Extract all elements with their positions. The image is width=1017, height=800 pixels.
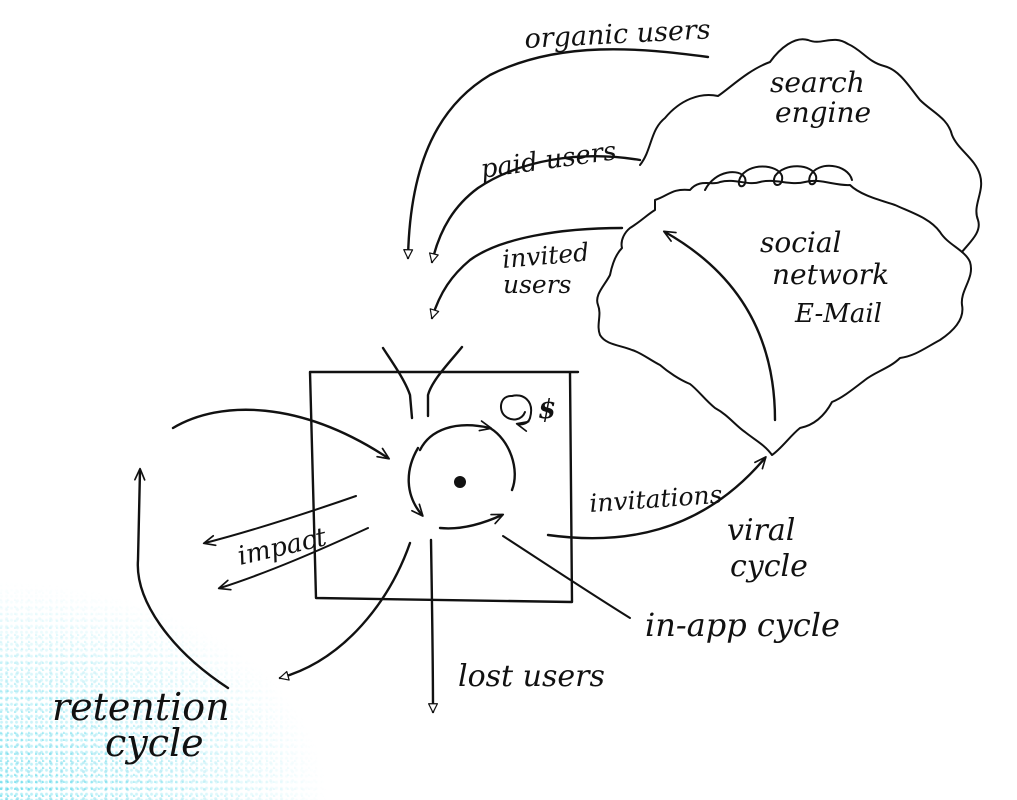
invitations-label: invitations xyxy=(588,480,723,518)
invited-users-arrow xyxy=(429,226,624,320)
in-app-cycle-top-arc xyxy=(418,420,493,452)
search-engine-label-line2: engine xyxy=(775,96,871,129)
money-cycle-icon xyxy=(499,394,533,424)
social-network-cloud xyxy=(596,179,973,456)
organic-users-label: organic users xyxy=(524,14,712,55)
organic-users-arrow xyxy=(403,48,710,260)
in-app-cycle-bottom-arc xyxy=(438,513,505,530)
impact-arrow-bottom xyxy=(217,527,369,591)
funnel-right-stroke xyxy=(426,345,464,418)
search-engine-cloud xyxy=(639,38,983,253)
viral-cycle-label-line2: cycle xyxy=(730,549,808,584)
funnel-left-stroke xyxy=(381,346,414,420)
paid-users-arrow xyxy=(429,155,642,264)
impact-arrow-top xyxy=(202,495,357,547)
retention-cycle-label-line1: retention xyxy=(52,685,230,729)
invitations-arrow xyxy=(546,456,767,540)
viral-return-arrow xyxy=(662,230,777,422)
retention-top-arrow xyxy=(171,408,391,460)
retention-cycle-label-line2: cycle xyxy=(105,721,204,765)
lost-users-label: lost users xyxy=(458,659,605,694)
lost-users-arrow xyxy=(427,538,439,714)
social-cloud-loops xyxy=(704,164,853,191)
money-symbol: $ xyxy=(538,395,556,425)
invited-users-label-line2: users xyxy=(503,270,572,299)
search-engine-label-line1: search xyxy=(770,66,865,99)
retention-bottom-arrow xyxy=(278,541,412,681)
social-network-label-line1: social xyxy=(760,226,842,259)
in-app-cycle-center-dot xyxy=(454,476,466,488)
viral-cycle-label-line1: viral xyxy=(727,513,795,548)
in-app-cycle-pointer xyxy=(502,535,631,619)
social-network-label-line2: network xyxy=(772,258,889,291)
app-box xyxy=(308,370,580,604)
paid-users-label: paid users xyxy=(479,136,618,185)
email-label: E-Mail xyxy=(794,299,882,329)
in-app-cycle-label: in-app cycle xyxy=(645,606,840,644)
in-app-cycle-left-arc xyxy=(407,446,424,517)
retention-left-arc xyxy=(138,470,230,690)
invited-users-label-line1: invited xyxy=(501,237,590,273)
in-app-cycle-right-arc xyxy=(488,426,516,492)
